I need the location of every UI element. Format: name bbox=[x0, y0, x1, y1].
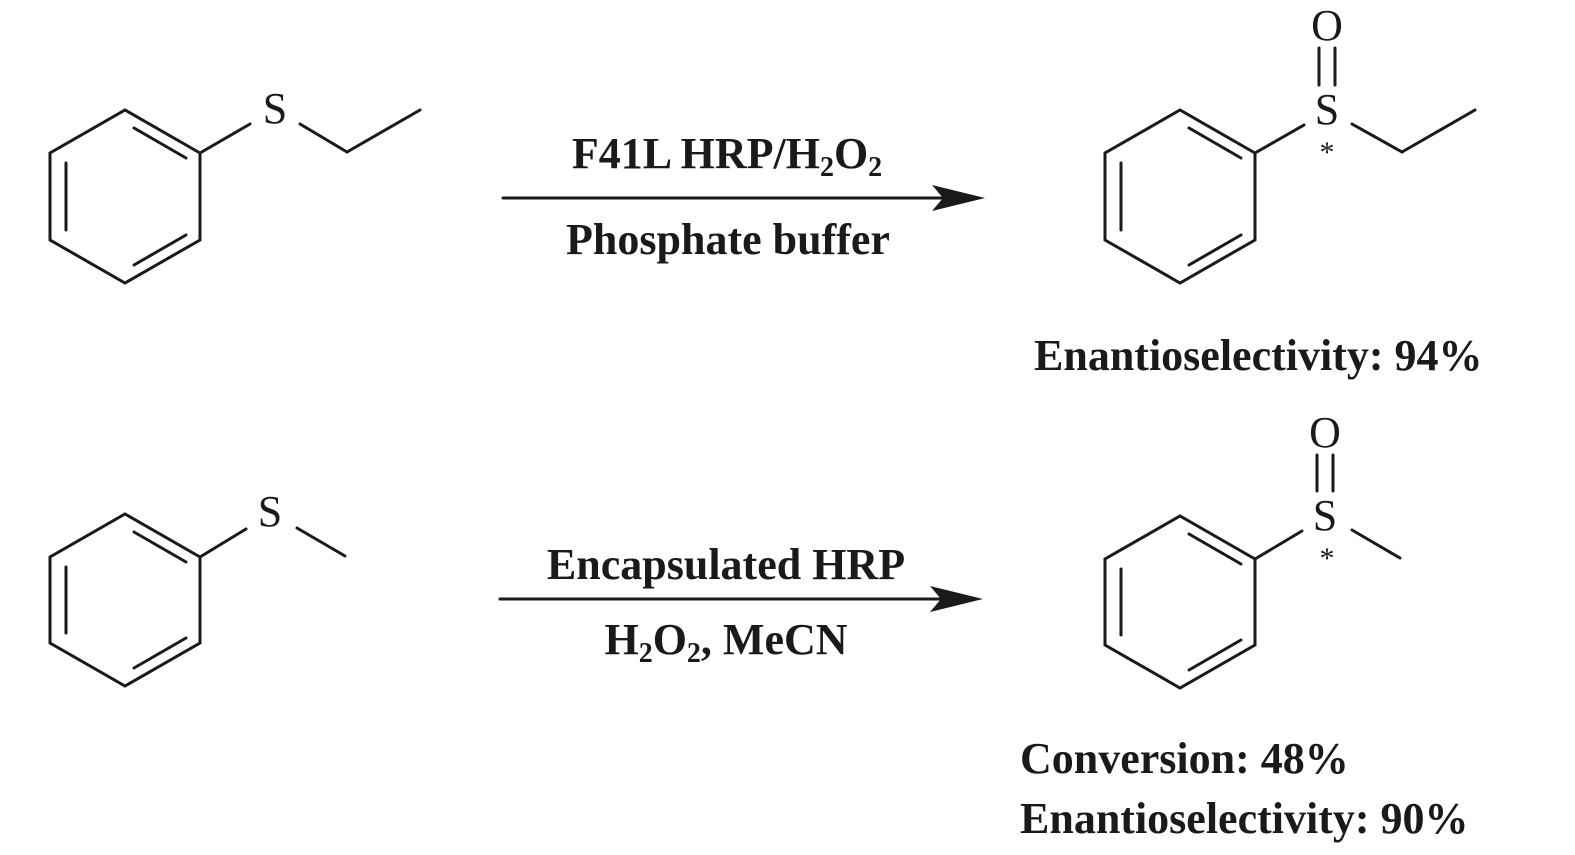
reaction-2: S Encapsulated HRP H2O2, MeCN S * O bbox=[48, 408, 1469, 843]
reaction-2-enantioselectivity: Enantioselectivity: 90% bbox=[1020, 794, 1469, 843]
product-2-methyl-phenyl-sulfoxide: S * O bbox=[1103, 408, 1402, 690]
s-ch2-bond bbox=[298, 122, 349, 154]
reaction-1-condition-above: F41L HRP/H2O2 bbox=[572, 129, 882, 183]
substrate-1-ethyl-phenyl-sulfide: S bbox=[48, 84, 422, 285]
ch2-ch3-bond bbox=[345, 108, 422, 154]
stereocenter-marker: * bbox=[1320, 542, 1335, 575]
sulfur-atom: S bbox=[258, 487, 282, 536]
sulfur-atom: S bbox=[1315, 85, 1339, 134]
reaction-2-condition-above: Encapsulated HRP bbox=[547, 540, 905, 589]
benzene-ring bbox=[48, 108, 202, 285]
reaction-2-condition-below: H2O2, MeCN bbox=[604, 615, 847, 669]
substrate-2-thioanisole: S bbox=[48, 487, 347, 688]
reaction-2-arrow bbox=[498, 586, 983, 612]
stereocenter-marker: * bbox=[1320, 136, 1335, 169]
oxygen-atom: O bbox=[1311, 1, 1343, 50]
sulfur-atom: S bbox=[263, 84, 287, 133]
reaction-1-arrow bbox=[501, 185, 985, 211]
ch2-ch3-bond bbox=[1400, 108, 1477, 154]
reaction-2-conversion: Conversion: 48% bbox=[1020, 734, 1349, 783]
ring-s-bond bbox=[1253, 123, 1306, 155]
benzene-ring bbox=[1103, 108, 1257, 285]
reaction-1: S F41L HRP/H2O2 Phosphate buffer S * O bbox=[48, 1, 1483, 380]
sulfur-atom: S bbox=[1313, 491, 1337, 540]
ring-s-bond bbox=[198, 122, 252, 155]
reaction-1-enantioselectivity: Enantioselectivity: 94% bbox=[1034, 331, 1483, 380]
product-1-ethyl-phenyl-sulfoxide: S * O bbox=[1103, 1, 1477, 285]
oxygen-atom: O bbox=[1309, 408, 1341, 457]
ring-s-bond bbox=[198, 527, 248, 559]
ring-s-bond bbox=[1253, 529, 1304, 561]
benzene-ring bbox=[1103, 514, 1257, 690]
s-ch3-bond bbox=[1350, 528, 1402, 560]
reaction-1-condition-below: Phosphate buffer bbox=[566, 215, 890, 264]
s-ch3-bond bbox=[295, 526, 347, 558]
benzene-ring bbox=[48, 512, 202, 688]
s-ch2-bond bbox=[1350, 122, 1404, 154]
